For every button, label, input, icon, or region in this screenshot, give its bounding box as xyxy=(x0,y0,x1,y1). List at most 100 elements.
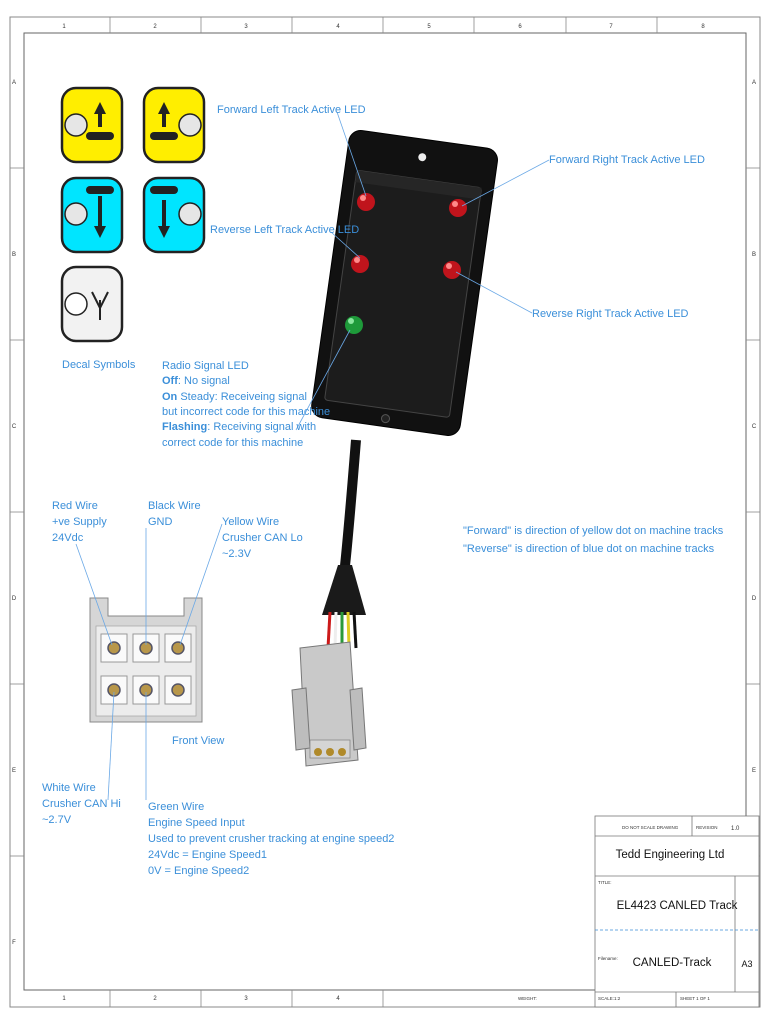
decal-reverse-right xyxy=(142,176,206,254)
col-label: 3 xyxy=(244,996,248,1002)
col-label: 2 xyxy=(153,24,157,30)
led-unit xyxy=(311,129,498,436)
front-view-label: Front View xyxy=(172,735,224,747)
wire-black-line: GND xyxy=(148,516,173,528)
radio-flash-text2: correct code for this machine xyxy=(162,437,303,449)
title-block: DO NOT SCALE DRAWING REVISION 1.0 Tedd E… xyxy=(594,815,760,1008)
sheet-number: SHEET 1 OF 1 xyxy=(680,996,710,1001)
wire-label-black: Black Wire GND xyxy=(148,500,201,528)
radio-flash-key: Flashing xyxy=(162,421,207,433)
connector-3d xyxy=(291,641,367,767)
wire-red-line: +ve Supply xyxy=(52,516,107,528)
row-label: E xyxy=(752,768,756,774)
filename: CANLED-Track xyxy=(633,957,712,969)
note-forward: "Forward" is direction of yellow dot on … xyxy=(463,525,724,537)
wire-white-line: White Wire xyxy=(42,782,96,794)
weight-label: WEIGHT: xyxy=(518,996,537,1001)
label-reverse-right-led: Reverse Right Track Active LED xyxy=(532,308,689,320)
radio-led-description: Radio Signal LED Off: No signal On Stead… xyxy=(162,360,330,449)
inner-border xyxy=(23,32,747,991)
leader-line xyxy=(179,523,223,646)
wire-black-line: Black Wire xyxy=(148,500,201,512)
label-reverse-left-led: Reverse Left Track Active LED xyxy=(210,224,359,236)
col-label: 6 xyxy=(518,24,522,30)
wire-green-line: 0V = Engine Speed2 xyxy=(148,865,249,877)
row-label: B xyxy=(752,252,756,258)
column-ticks xyxy=(109,17,658,1007)
row-label: D xyxy=(752,596,757,602)
svg-text:Flashing: Receiving signal wit: Flashing: Receiving signal with xyxy=(162,421,316,433)
scale: SCALE:1:2 xyxy=(598,996,621,1001)
radio-off-text: : No signal xyxy=(178,375,230,387)
row-label: C xyxy=(12,424,17,430)
row-label: E xyxy=(12,768,16,774)
wire-yellow-line: Yellow Wire xyxy=(222,516,279,528)
row-label: C xyxy=(752,424,757,430)
col-label: 2 xyxy=(153,996,157,1002)
wire-label-green: Green Wire Engine Speed Input Used to pr… xyxy=(148,801,394,877)
col-label: 1 xyxy=(62,24,66,30)
wire-green-line: Green Wire xyxy=(148,801,204,813)
leader-line xyxy=(295,329,351,431)
wire-white-line: ~2.7V xyxy=(42,814,72,826)
radio-on-text: Steady: Receiveing signal xyxy=(177,391,307,403)
row-label: A xyxy=(752,80,756,86)
col-label: 5 xyxy=(427,24,431,30)
wire-green-line: 24Vdc = Engine Speed1 xyxy=(148,849,267,861)
wire-label-yellow: Yellow Wire Crusher CAN Lo ~2.3V xyxy=(222,516,303,560)
col-label: 1 xyxy=(62,996,66,1002)
decal-forward-left xyxy=(60,86,124,164)
col-label: 4 xyxy=(336,24,340,30)
mounting-hole-icon xyxy=(418,153,427,162)
svg-text:On Steady: Receiveing signal: On Steady: Receiveing signal xyxy=(162,391,307,403)
sheet-size: A3 xyxy=(741,959,752,969)
radio-title: Radio Signal LED xyxy=(162,360,249,372)
led-forward-right xyxy=(449,199,467,217)
row-label: A xyxy=(12,80,16,86)
cable-boot xyxy=(322,565,366,615)
decal-radio xyxy=(60,265,124,343)
antenna-icon xyxy=(91,291,109,320)
led-forward-left xyxy=(357,193,375,211)
led-radio xyxy=(345,316,363,334)
radio-on-key: On xyxy=(162,391,178,403)
company-name: Tedd Engineering Ltd xyxy=(616,849,725,861)
row-label: F xyxy=(12,940,16,946)
label-forward-left-led: Forward Left Track Active LED xyxy=(217,104,366,116)
wire-red-line: 24Vdc xyxy=(52,532,84,544)
col-label: 7 xyxy=(609,24,613,30)
radio-flash-text: : Receiving signal with xyxy=(207,421,316,433)
col-label: 4 xyxy=(336,996,340,1002)
mounting-hole-icon xyxy=(381,414,391,424)
led-reverse-left xyxy=(351,255,369,273)
svg-text:Off: No signal: Off: No signal xyxy=(162,375,230,387)
label-forward-right-led: Forward Right Track Active LED xyxy=(549,154,705,166)
wire-red-line: Red Wire xyxy=(52,500,98,512)
led-reverse-right xyxy=(443,261,461,279)
row-label: B xyxy=(12,252,16,258)
leader-line xyxy=(107,691,115,801)
leader-line xyxy=(75,543,113,646)
col-label: 3 xyxy=(244,24,248,30)
do-not-scale: DO NOT SCALE DRAWING xyxy=(622,825,679,830)
radio-on-text2: but incorrect code for this machine xyxy=(162,406,330,418)
revision-label: REVISION xyxy=(696,825,718,830)
revision-value: 1.0 xyxy=(731,826,740,832)
filename-label: Filename: xyxy=(598,956,618,961)
decal-forward-right xyxy=(142,86,206,164)
note-reverse: "Reverse" is direction of blue dot on ma… xyxy=(463,543,715,555)
leader-line xyxy=(330,231,361,259)
leader-line xyxy=(461,159,550,207)
wire-white-line: Crusher CAN Hi xyxy=(42,798,121,810)
title-label: TITLE: xyxy=(598,880,612,885)
cable xyxy=(339,439,361,576)
drawing-title: EL4423 CANLED Track xyxy=(617,900,738,912)
col-label: 8 xyxy=(701,24,705,30)
decal-label: Decal Symbols xyxy=(62,359,136,371)
wire-yellow-line: ~2.3V xyxy=(222,548,252,560)
row-label: D xyxy=(12,596,17,602)
wire-label-red: Red Wire +ve Supply 24Vdc xyxy=(52,500,107,544)
wire-green-line: Used to prevent crusher tracking at engi… xyxy=(148,833,394,845)
wire-label-white: White Wire Crusher CAN Hi ~2.7V xyxy=(42,782,121,826)
